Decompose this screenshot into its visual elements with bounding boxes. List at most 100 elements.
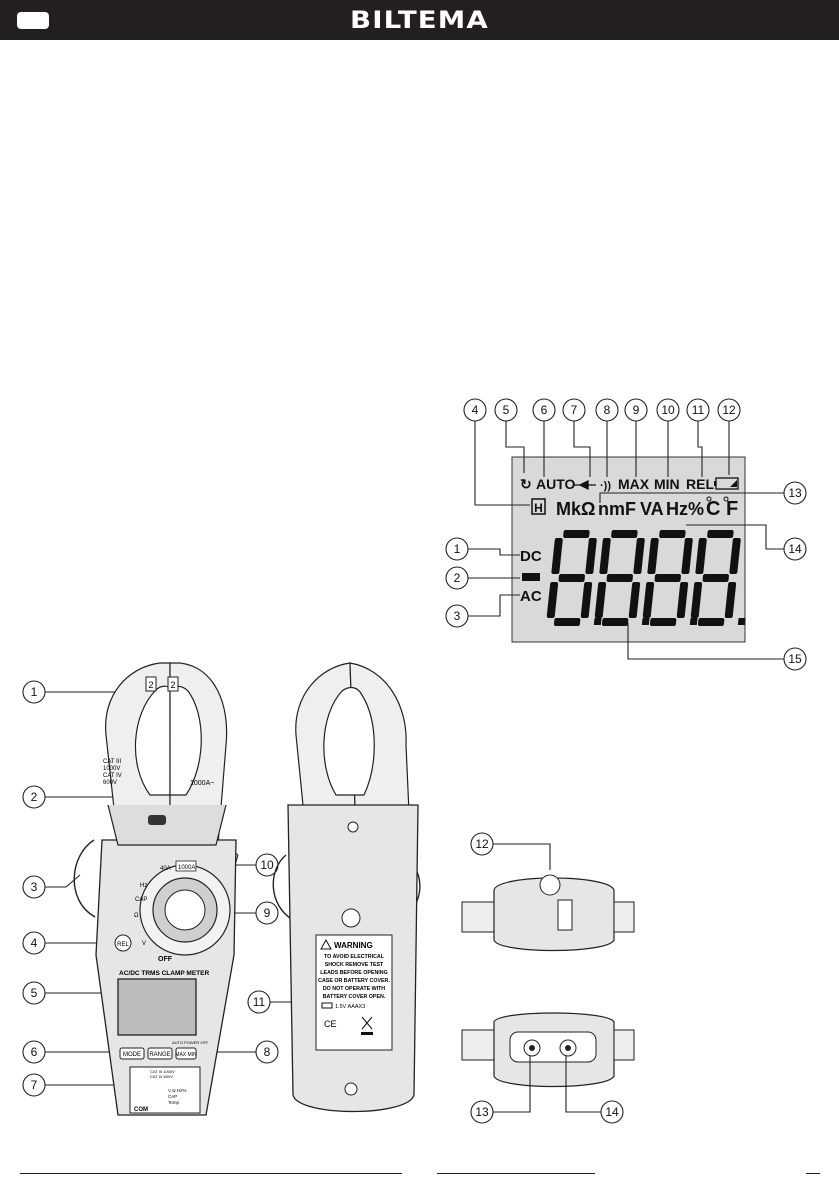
- torch-led: [148, 815, 166, 825]
- lcd-callout-13: 13: [783, 481, 807, 505]
- lcd-callout-12: 12: [717, 398, 741, 422]
- svg-text:MODE: MODE: [123, 1052, 141, 1058]
- jaw-trigger: [73, 839, 96, 918]
- max-min-button[interactable]: MAX MIN: [175, 1047, 197, 1060]
- svg-text:1: 1: [31, 685, 38, 699]
- lcd-digit: [546, 530, 602, 626]
- lcd-segment: [585, 538, 597, 574]
- front-callout-5: 5: [22, 981, 46, 1005]
- lcd-callout-6: 6: [532, 398, 556, 422]
- lcd-segment: [551, 538, 563, 574]
- svg-text:2: 2: [148, 680, 153, 690]
- range-button[interactable]: RANGE: [147, 1047, 173, 1060]
- svg-text:5: 5: [503, 403, 510, 417]
- footer-rule-right: [806, 1173, 820, 1174]
- page-header: BILTEMA: [0, 0, 839, 40]
- lcd-callout-15: 15: [783, 647, 807, 671]
- lcd-callout-7: 7: [562, 398, 586, 422]
- lcd-callout-5: 5: [494, 398, 518, 422]
- top-callout-12: 12: [470, 832, 494, 856]
- minus-sign: [522, 573, 540, 581]
- svg-text:AUTO: AUTO: [536, 476, 576, 492]
- svg-text:3: 3: [454, 609, 461, 623]
- svg-text:MAX MIN: MAX MIN: [175, 1052, 197, 1058]
- svg-text:WARNING: WARNING: [334, 941, 373, 950]
- svg-text:4: 4: [31, 936, 38, 950]
- lcd-segment: [690, 582, 703, 618]
- lcd-callout-3: 3: [445, 604, 469, 628]
- lcd-segment: [606, 574, 633, 582]
- lcd-segment: [707, 530, 734, 538]
- lcd-segment: [724, 582, 737, 618]
- svg-text:7: 7: [571, 403, 578, 417]
- svg-text:1000V: 1000V: [103, 766, 120, 772]
- svg-text:MkΩ: MkΩ: [556, 499, 595, 519]
- svg-text:DO NOT OPERATE WITH: DO NOT OPERATE WITH: [323, 986, 385, 992]
- svg-text:12: 12: [722, 403, 736, 417]
- lcd-segment: [649, 618, 677, 626]
- lcd-callout-10: 10: [656, 398, 680, 422]
- lcd-segment: [729, 538, 741, 574]
- svg-text:8: 8: [604, 403, 611, 417]
- svg-text:MIN: MIN: [654, 476, 680, 492]
- svg-text:SHOCK REMOVE TEST: SHOCK REMOVE TEST: [325, 962, 384, 968]
- language-badge: [17, 12, 49, 29]
- svg-text:CAT III 1000V: CAT III 1000V: [150, 1069, 175, 1074]
- meter-display: [117, 978, 197, 1036]
- lcd-callout-1: 1: [445, 537, 469, 561]
- continuity-icon: ·)): [600, 480, 611, 492]
- svg-text:1: 1: [454, 542, 461, 556]
- lcd-segment: [697, 618, 725, 626]
- svg-text:nmF: nmF: [598, 499, 636, 519]
- lcd-segment: [676, 582, 689, 618]
- lcd-display-diagram: 4 5 6 7 8 9 10 11 12 13 14 15 1 2 3 ↻ AU…: [445, 398, 807, 671]
- jaw-tag-right: [167, 676, 179, 692]
- lcd-segment: [553, 618, 581, 626]
- svg-text:2: 2: [170, 680, 175, 690]
- svg-text:OFF: OFF: [158, 956, 173, 963]
- svg-text:15: 15: [788, 652, 802, 666]
- lcd-digits: [546, 530, 746, 626]
- back-callout-11: 11: [247, 990, 271, 1014]
- svg-text:AC/DC TRMS CLAMP METER: AC/DC TRMS CLAMP METER: [119, 970, 209, 977]
- diode-icon: [574, 479, 596, 491]
- lcd-decimal-point: [641, 618, 650, 625]
- svg-text:11: 11: [253, 995, 266, 1009]
- svg-text:Hz%: Hz%: [666, 499, 704, 519]
- svg-text:7: 7: [31, 1078, 38, 1092]
- svg-text:AUTO POWER OFF: AUTO POWER OFF: [172, 1040, 209, 1045]
- footer-rule-left: [20, 1173, 402, 1174]
- svg-text:CAP: CAP: [168, 1094, 177, 1099]
- lcd-segment: [611, 530, 638, 538]
- lcd-decimal-point: [737, 618, 746, 625]
- front-callout-2: 2: [22, 785, 46, 809]
- svg-text:8: 8: [264, 1045, 271, 1059]
- footer-rule-middle: [437, 1173, 595, 1174]
- svg-text:MAX: MAX: [618, 476, 650, 492]
- lcd-segment: [633, 538, 645, 574]
- warning-label: [315, 934, 393, 1051]
- svg-text:14: 14: [605, 1105, 619, 1119]
- svg-text:3: 3: [31, 880, 38, 894]
- svg-text:1000A~: 1000A~: [190, 780, 214, 787]
- svg-text:CAT III: CAT III: [103, 759, 121, 765]
- svg-text:9: 9: [264, 906, 271, 920]
- lcd-segment: [563, 530, 590, 538]
- svg-text:CAT IV 600V: CAT IV 600V: [150, 1074, 173, 1079]
- front-callout-6: 6: [22, 1040, 46, 1064]
- svg-text:V: V: [142, 941, 146, 947]
- rel-button[interactable]: [114, 934, 132, 952]
- svg-text:COM: COM: [134, 1107, 148, 1113]
- svg-text:12: 12: [475, 837, 489, 851]
- svg-text:1000A: 1000A: [178, 865, 195, 871]
- svg-text:AC: AC: [520, 588, 542, 605]
- input-jacks: [129, 1066, 201, 1114]
- lcd-callout-2: 2: [445, 566, 469, 590]
- svg-text:2: 2: [31, 790, 38, 804]
- svg-text:CAT IV: CAT IV: [103, 773, 122, 779]
- mode-button[interactable]: MODE: [119, 1047, 145, 1060]
- svg-text:6: 6: [541, 403, 548, 417]
- svg-text:Ω: Ω: [134, 913, 139, 919]
- front-callout-7: 7: [22, 1073, 46, 1097]
- lcd-segment: [642, 582, 655, 618]
